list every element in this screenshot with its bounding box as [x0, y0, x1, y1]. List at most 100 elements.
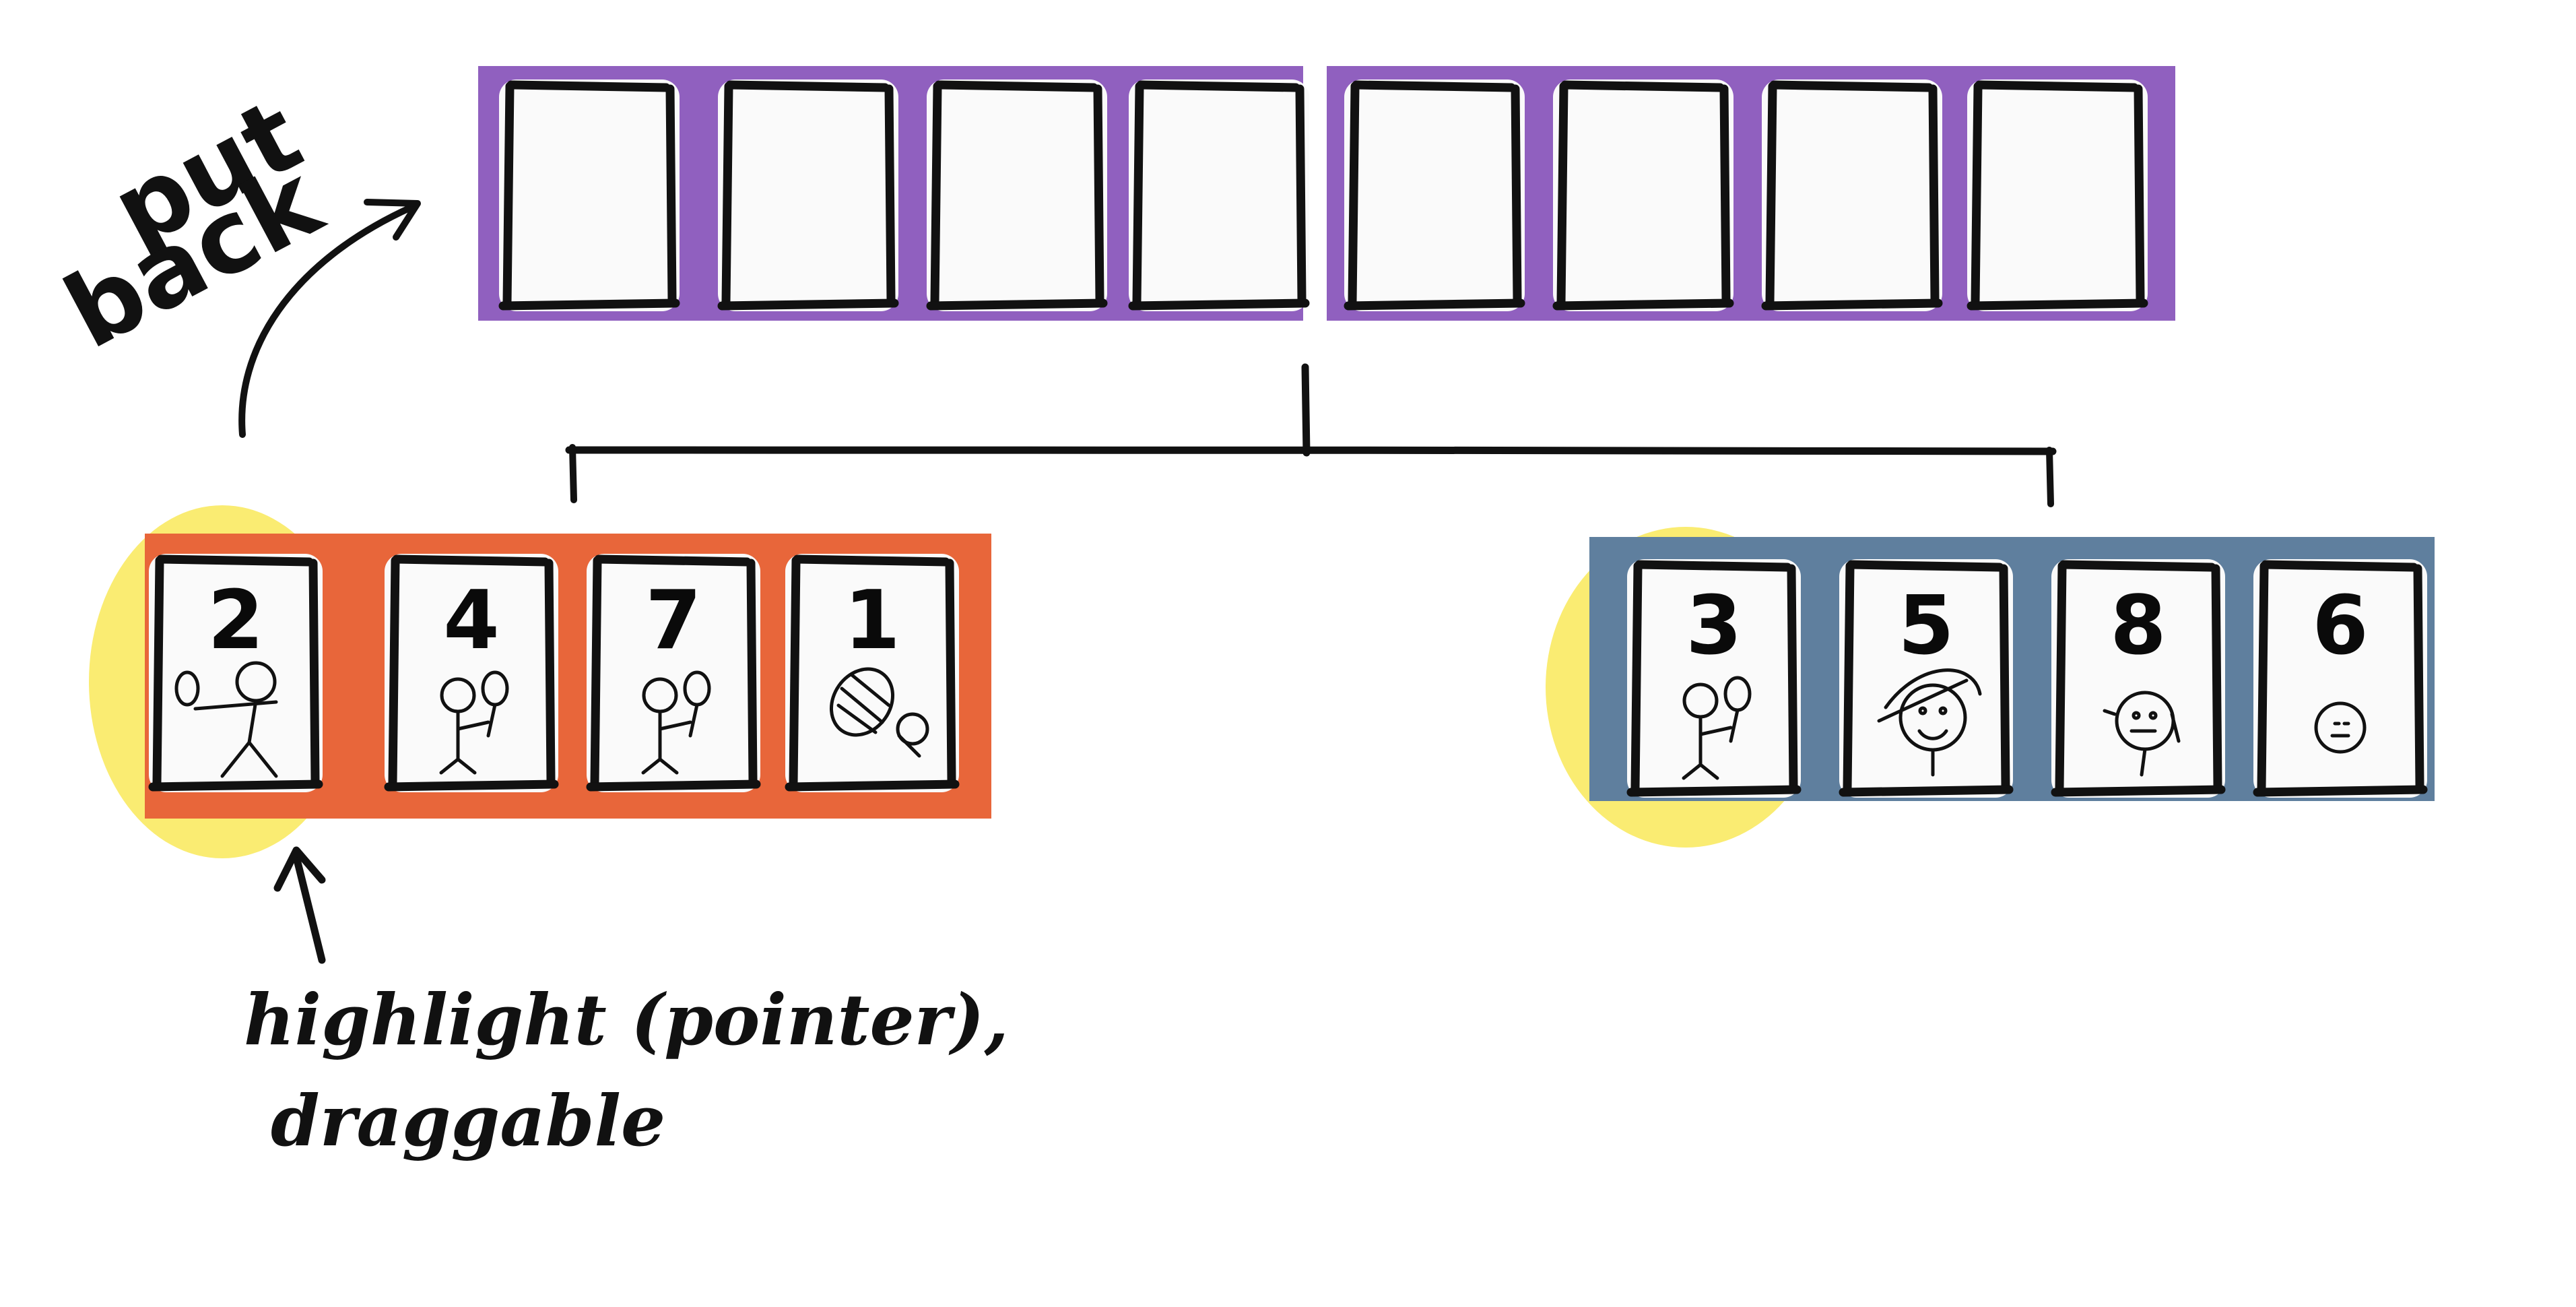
card-frame-bottom — [1761, 298, 1943, 311]
card-face — [587, 554, 760, 792]
card-face — [385, 554, 558, 792]
merged-card-slot — [1967, 79, 2148, 311]
card-frame-top — [392, 554, 550, 567]
card-number: 2 — [207, 574, 264, 668]
card-number: 3 — [1686, 579, 1742, 673]
card-frame-left — [1843, 561, 1855, 793]
card-frame-bottom — [1344, 298, 1525, 311]
card-frame-top — [2059, 560, 2216, 572]
card-frame-left — [2257, 561, 2269, 793]
card: 5 — [1839, 559, 2014, 798]
highlight-note-line1: highlight (pointer), — [244, 978, 1009, 1061]
card-frame-right — [1928, 84, 1940, 304]
card-frame-right — [746, 559, 758, 785]
card-frame-left — [789, 556, 801, 788]
card-frame-left — [1971, 82, 1983, 307]
stick-figure-racket-icon — [641, 670, 711, 775]
card-face — [1129, 79, 1309, 311]
merged-card-slot — [1761, 79, 1943, 311]
card-face — [2051, 559, 2225, 798]
card-frame-top — [1847, 560, 2004, 572]
highlight-note-line2: draggable — [271, 1079, 665, 1162]
card-frame-top — [506, 80, 671, 92]
card-frame-bottom — [586, 779, 761, 792]
card-number: 7 — [645, 574, 702, 668]
card: 4 — [384, 554, 559, 792]
card-number: 6 — [2312, 579, 2369, 673]
merged-card-slot — [1344, 79, 1525, 311]
card-number: 5 — [1898, 579, 1954, 673]
card-frame-left — [2055, 561, 2067, 793]
card: 6 — [2253, 559, 2428, 798]
card-frame-bottom — [384, 779, 559, 792]
put-back-annotation: put back — [47, 77, 421, 438]
card-face — [2253, 559, 2427, 798]
card-frame-top — [2261, 560, 2418, 572]
card-face — [1762, 79, 1942, 311]
card-frame-bottom — [2051, 785, 2226, 797]
card-frame-left — [930, 82, 942, 307]
card-number: 1 — [844, 574, 900, 668]
card-frame-right — [1093, 84, 1104, 304]
card-frame-left — [1556, 82, 1568, 307]
card-frame-right — [1511, 84, 1522, 304]
card-frame-bottom — [717, 298, 899, 311]
card-frame-top — [793, 554, 950, 567]
card: 1 — [785, 554, 960, 792]
card-frame-right — [2211, 564, 2222, 790]
card-frame-top — [594, 554, 752, 567]
stick-figure-racket-icon — [1682, 676, 1752, 780]
card-frame-top — [1352, 80, 1516, 92]
card-frame-right — [2413, 564, 2424, 790]
card: 8 — [2051, 559, 2226, 798]
card-frame-right — [1295, 84, 1307, 304]
card-frame-bottom — [926, 298, 1108, 311]
split-connector — [565, 363, 2057, 507]
card-highlighted[interactable]: 3 — [1626, 559, 1802, 798]
card-frame-bottom — [2253, 785, 2428, 797]
merged-array — [478, 66, 2175, 321]
card: 7 — [586, 554, 761, 792]
merged-card-slot — [1552, 79, 1734, 311]
card-frame-bottom — [148, 779, 323, 792]
card-face — [1967, 79, 2148, 311]
card-frame-bottom — [498, 298, 680, 311]
put-back-arrowhead — [364, 199, 421, 241]
highlight-annotation: highlight (pointer), draggable — [244, 846, 1009, 1162]
card-face — [785, 554, 959, 792]
card-frame-bottom — [785, 779, 960, 792]
merged-card-slot — [1128, 79, 1310, 311]
card-frame-top — [725, 80, 890, 92]
card-frame-left — [1348, 82, 1360, 307]
card-face — [1627, 559, 1801, 798]
card-frame-right — [544, 559, 556, 785]
card-frame-left — [1765, 82, 1777, 307]
merged-card-slot — [498, 79, 680, 311]
card-frame-right — [1999, 564, 2010, 790]
card-frame-bottom — [1626, 785, 1802, 797]
card-frame-right — [884, 84, 896, 304]
card-face — [499, 79, 680, 311]
card-frame-bottom — [1967, 298, 2148, 311]
card-frame-top — [1136, 80, 1300, 92]
card-face — [1344, 79, 1525, 311]
card-highlighted[interactable]: 2 — [148, 554, 323, 792]
card-frame-left — [590, 556, 602, 788]
card-face — [1839, 559, 2013, 798]
left-card-list: 2 4 7 1 — [148, 554, 960, 792]
card-frame-top — [156, 554, 314, 567]
put-back-arrow — [238, 204, 414, 438]
left-subarray: 2 4 7 1 — [145, 534, 991, 819]
card-frame-bottom — [1552, 298, 1734, 311]
card-frame-top — [1769, 80, 1934, 92]
card-frame-left — [502, 82, 515, 307]
card-face — [149, 554, 323, 792]
card-frame-right — [665, 84, 677, 304]
card-frame-left — [388, 556, 400, 788]
card-number: 4 — [443, 574, 500, 668]
card-frame-right — [308, 559, 320, 785]
merged-card-list — [498, 79, 2148, 311]
card-frame-top — [934, 80, 1098, 92]
card-frame-left — [1132, 82, 1144, 307]
